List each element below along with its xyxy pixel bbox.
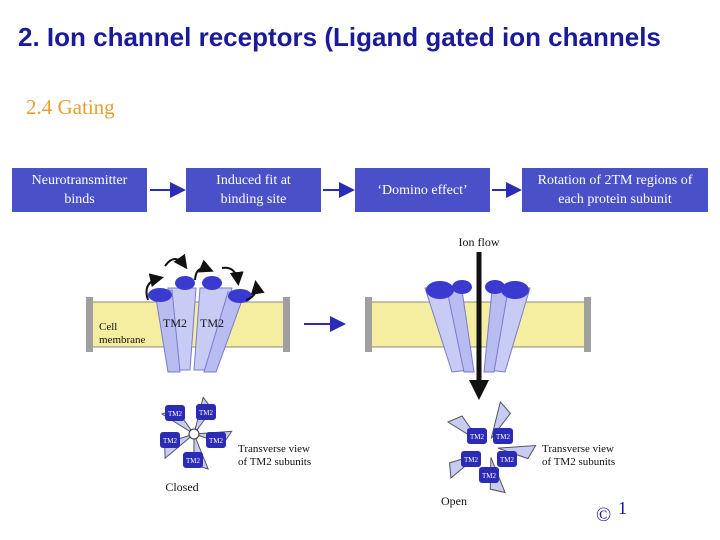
tm2-label-left: TM2: [163, 316, 187, 330]
ion-flow-label: Ion flow: [459, 235, 500, 249]
flow-step-label: Induced fit at binding site: [216, 173, 291, 207]
flow-box-domino-effect: ‘Domino effect’: [355, 168, 490, 212]
flow-step-label: Neurotransmitter binds: [31, 173, 128, 207]
section-subtitle: 2.4 Gating: [26, 95, 115, 119]
closed-transverse-view: TM2 TM2 TM2 TM2 TM2: [160, 396, 233, 470]
svg-text:TM2: TM2: [168, 410, 183, 418]
flow-box-neurotransmitter-binds: Neurotransmitter binds: [12, 168, 147, 212]
svg-text:TM2: TM2: [199, 409, 214, 417]
closed-label: Closed: [165, 480, 198, 494]
svg-text:TM2: TM2: [482, 472, 497, 480]
svg-text:TM2: TM2: [470, 433, 485, 441]
copyright-number: 1: [618, 498, 627, 518]
open-transverse-view: TM2 TM2 TM2 TM2 TM2: [446, 400, 537, 494]
open-label: Open: [441, 494, 467, 508]
svg-text:TM2: TM2: [464, 456, 479, 464]
page-title: 2. Ion channel receptors (Ligand gated i…: [18, 22, 661, 52]
svg-text:TM2: TM2: [186, 457, 201, 465]
transverse-view-label-left: Transverse view of TM2 subunits: [238, 443, 313, 468]
flow-box-rotation: Rotation of 2TM regions of each protein …: [522, 168, 708, 212]
open-channel: [365, 252, 591, 400]
flow-box-induced-fit: Induced fit at binding site: [186, 168, 321, 212]
transverse-view-label-right: Transverse view of TM2 subunits: [542, 443, 617, 468]
svg-text:TM2: TM2: [209, 437, 224, 445]
flow-step-label: Rotation of 2TM regions of each protein …: [537, 173, 693, 207]
svg-text:TM2: TM2: [496, 433, 511, 441]
copyright-symbol: ©: [596, 504, 611, 526]
flow-step-label: ‘Domino effect’: [377, 182, 468, 198]
svg-text:TM2: TM2: [163, 437, 178, 445]
svg-text:TM2: TM2: [500, 456, 515, 464]
tm2-label-right: TM2: [200, 316, 224, 330]
closed-channel: [86, 253, 290, 373]
